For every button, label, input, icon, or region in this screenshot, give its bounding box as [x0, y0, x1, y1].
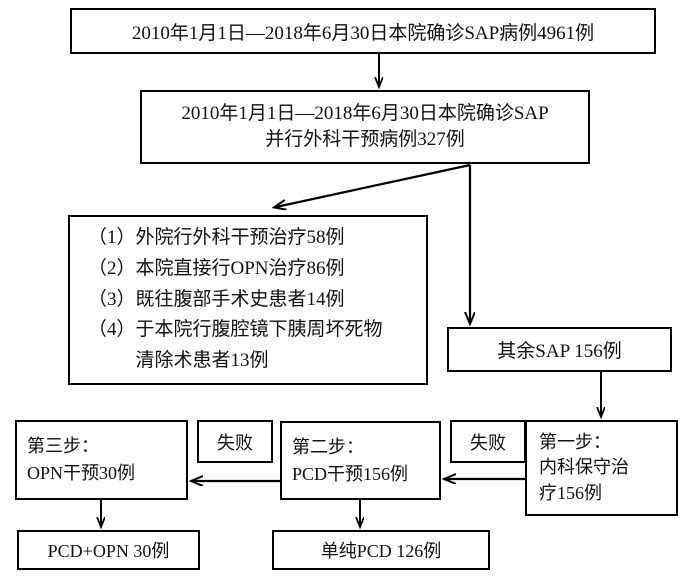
exclusion-item-4: （4） 于本院行腹腔镜下胰周坏死物 清除术患者13例	[88, 315, 383, 377]
node-outcome-pcd-plus-opn: PCD+OPN 30例	[17, 530, 200, 570]
node-outcome-pcd-plus-opn-text: PCD+OPN 30例	[47, 541, 170, 561]
node-remaining-sap-cases-text: 其余SAP 156例	[497, 341, 622, 362]
node-surgical-line-1: 2010年1月1日—2018年6月30日本院确诊SAP	[181, 103, 549, 125]
exclusion-item-2: （2） 本院直接行OPN治疗86例	[88, 254, 345, 285]
node-step-one-title: 第一步：	[539, 431, 611, 452]
node-total-sap-cases-text: 2010年1月1日—2018年6月30日本院确诊SAP病例4961例	[131, 22, 595, 44]
node-remaining-sap-cases: 其余SAP 156例	[447, 327, 672, 372]
node-step-two-pcd: 第二步： PCD干预156例	[280, 421, 441, 500]
exclusion-item-3-text: 既往腹部手术史患者14例	[135, 288, 345, 310]
label-failure-step2-to-step3-text: 失败	[217, 432, 253, 453]
exclusion-item-1-text: 外院行外科干预治疗58例	[135, 227, 345, 249]
exclusion-item-3: （3） 既往腹部手术史患者14例	[88, 285, 345, 316]
node-outcome-pcd-only: 单纯PCD 126例	[272, 530, 490, 570]
label-failure-step1-to-step2: 失败	[450, 420, 526, 463]
exclusion-item-1: （1） 外院行外科干预治疗58例	[88, 223, 345, 254]
node-step-three-title: 第三步：	[27, 436, 99, 456]
exclusion-item-3-number: （3）	[88, 288, 136, 310]
node-step-one-detail-1: 内科保守治	[539, 457, 629, 478]
node-surgical-line-2: 并行外科干预病例327例	[265, 129, 465, 150]
node-step-three-opn: 第三步： OPN干预30例	[15, 420, 188, 500]
exclusion-item-2-text: 本院直接行OPN治疗86例	[135, 257, 345, 279]
node-surgical-intervention-cases: 2010年1月1日—2018年6月30日本院确诊SAP 并行外科干预病例327例	[140, 90, 590, 164]
node-exclusion-criteria: （1） 外院行外科干预治疗58例 （2） 本院直接行OPN治疗86例 （3） 既…	[68, 215, 428, 385]
node-total-sap-cases: 2010年1月1日—2018年6月30日本院确诊SAP病例4961例	[70, 8, 656, 54]
arrow-surgical-to-excluded	[276, 163, 471, 207]
label-failure-step2-to-step3: 失败	[197, 420, 273, 463]
node-step-one-conservative: 第一步： 内科保守治 疗156例	[525, 420, 678, 516]
label-failure-step1-to-step2-text: 失败	[470, 432, 506, 453]
node-step-one-detail-2: 疗156例	[539, 482, 602, 503]
node-step-three-detail: OPN干预30例	[27, 463, 136, 483]
node-step-two-title: 第二步：	[292, 436, 364, 457]
exclusion-item-4-text: 于本院行腹腔镜下胰周坏死物 清除术患者13例	[135, 319, 383, 372]
node-step-two-detail: PCD干预156例	[292, 463, 409, 484]
exclusion-item-1-number: （1）	[88, 227, 136, 249]
exclusion-item-4-number: （4）	[88, 319, 136, 341]
exclusion-item-2-number: （2）	[88, 257, 136, 279]
node-outcome-pcd-only-text: 单纯PCD 126例	[320, 541, 442, 561]
